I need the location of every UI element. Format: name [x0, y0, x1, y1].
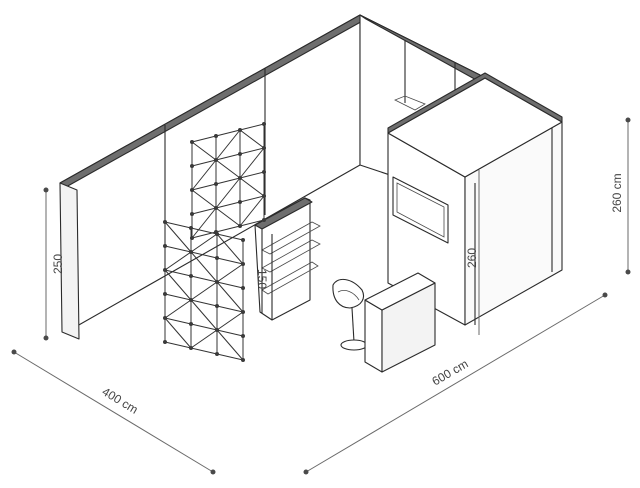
left-back-wall [59, 14, 367, 331]
back-lattice-shelf [190, 122, 266, 240]
wall-display-shelf [254, 197, 321, 321]
storage-height-dimension: 260 [465, 170, 480, 335]
wall-height-label: 250 [51, 254, 65, 274]
width-dimension: 400 cm [11, 349, 216, 475]
left-end-panel [59, 182, 80, 340]
reception-counter [364, 272, 436, 373]
chair [332, 278, 368, 351]
width-label: 400 cm [100, 384, 141, 416]
display-height-dimension: 150 [255, 269, 269, 289]
overall-height-dimension: 260 cm [610, 117, 631, 275]
overall-height-label: 260 cm [610, 173, 624, 212]
front-lattice-shelf [163, 220, 245, 362]
depth-label: 600 cm [429, 357, 470, 389]
storage-room [387, 72, 563, 326]
display-height-label: 150 [255, 269, 269, 289]
storage-height-label: 260 [465, 248, 479, 268]
wall-height-dimension: 250 [43, 187, 65, 341]
